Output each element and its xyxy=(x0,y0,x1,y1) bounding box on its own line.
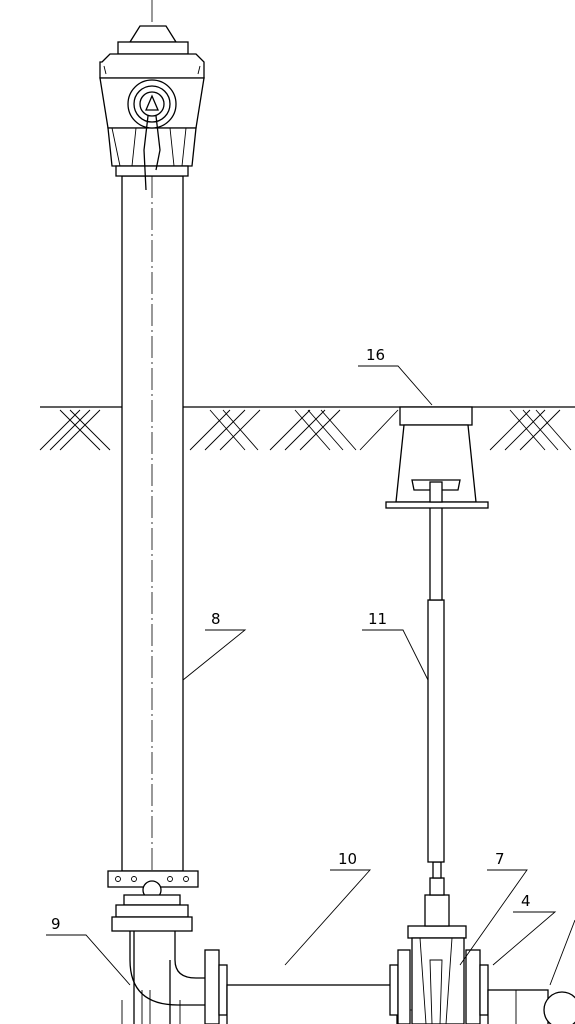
leader-lines xyxy=(46,365,575,986)
callouts: 16 8 11 10 7 4 9 xyxy=(51,346,531,933)
callout-7: 7 xyxy=(495,850,505,868)
callout-10: 10 xyxy=(338,850,357,868)
hydrant-head xyxy=(99,25,205,191)
hydrant-column xyxy=(121,175,184,872)
outlet-tee xyxy=(479,964,575,1024)
surface-box xyxy=(385,406,489,509)
callout-9: 9 xyxy=(51,915,61,933)
outlet-cap xyxy=(127,79,177,129)
callout-8: 8 xyxy=(211,610,221,628)
gate-valve xyxy=(407,861,481,1024)
callout-11: 11 xyxy=(368,610,387,628)
ground-surface xyxy=(39,406,575,451)
duckfoot-bend xyxy=(121,931,210,1024)
soil-hatching xyxy=(39,409,572,451)
callout-16: 16 xyxy=(366,346,385,364)
connecting-pipe xyxy=(204,949,411,1024)
column-bottom-flange xyxy=(107,870,199,932)
callout-4: 4 xyxy=(521,892,531,910)
